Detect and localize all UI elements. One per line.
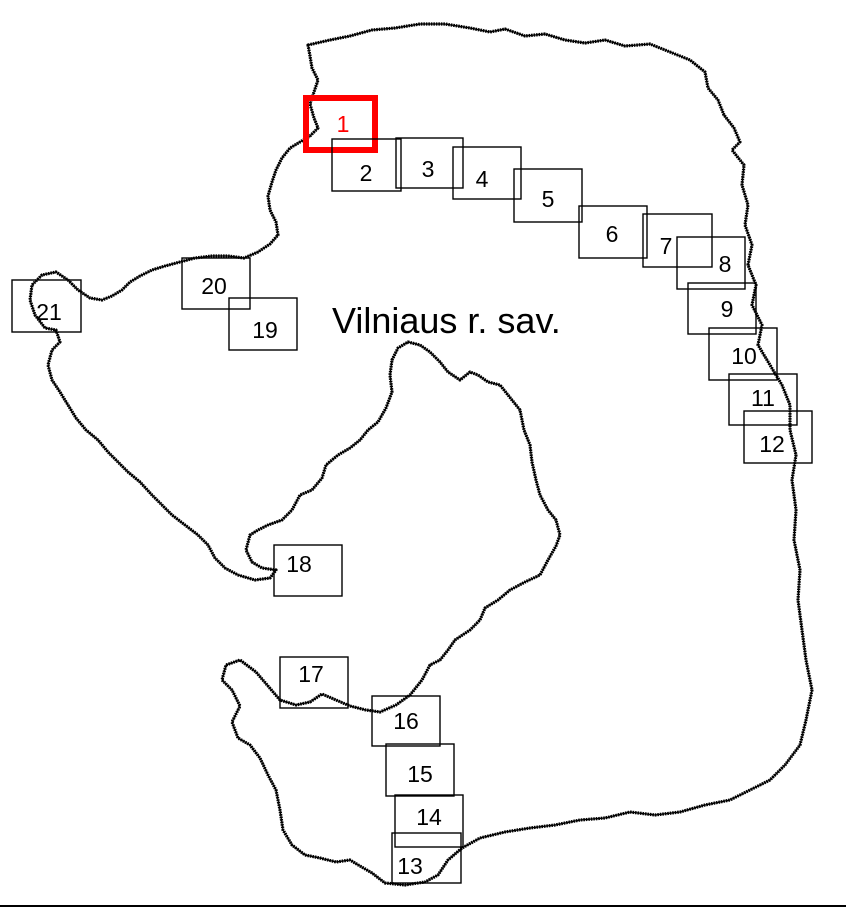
map-tile-11-frame (728, 373, 798, 426)
map-tile-5-frame (513, 168, 583, 223)
map-tile-21-frame (11, 279, 82, 333)
map-tiles: 1 2 3 4 5 6 7 8 (11, 95, 813, 884)
map-tile-18-label: 18 (286, 551, 312, 577)
map-tile-6-frame (578, 205, 648, 259)
map-tile-19[interactable]: 19 (228, 297, 298, 351)
map-tile-13-label: 13 (397, 853, 423, 879)
map-tile-5-label: 5 (542, 186, 555, 212)
map-tile-4[interactable]: 4 (452, 146, 522, 200)
map-tile-3-frame (395, 137, 464, 189)
map-tile-9[interactable]: 9 (687, 282, 757, 335)
map-tile-15-frame (385, 743, 455, 797)
map-tile-2-frame (331, 138, 402, 192)
map-tile-4-frame (452, 146, 522, 200)
map-tile-19-frame (228, 297, 298, 351)
map-tile-9-label: 9 (721, 296, 734, 322)
map-tile-15[interactable]: 15 (385, 743, 455, 797)
map-tile-8-frame (676, 236, 746, 290)
district-boundary (28, 22, 814, 887)
district-boundary-outline (28, 22, 814, 887)
map-tile-20-label: 20 (201, 273, 227, 299)
map-tile-3[interactable]: 3 (395, 137, 464, 189)
map-tile-16[interactable]: 16 (371, 695, 441, 747)
map-tile-1[interactable]: 1 (303, 95, 378, 153)
district-boundary-inner-line (29, 23, 813, 886)
map-tile-17-label: 17 (298, 661, 324, 687)
map-tile-13-frame (391, 832, 462, 884)
map-tile-1-label: 1 (337, 111, 350, 137)
map-tile-10[interactable]: 10 (708, 327, 778, 381)
map-tile-16-label: 16 (393, 708, 419, 734)
map-tile-6-label: 6 (606, 221, 619, 247)
map-tile-1-frame (303, 95, 378, 153)
map-tile-7-label: 7 (660, 233, 673, 259)
map-tile-18[interactable]: 18 (273, 544, 343, 597)
map-tile-17-frame (279, 656, 349, 709)
map-tile-10-label: 10 (731, 343, 757, 369)
map-tile-21-label: 21 (36, 299, 62, 325)
map-tile-9-frame (687, 282, 757, 335)
map-tile-4-label: 4 (476, 166, 489, 192)
map-tile-11[interactable]: 11 (728, 373, 798, 426)
map-tile-6[interactable]: 6 (578, 205, 648, 259)
map-tile-12-label: 12 (759, 431, 785, 457)
map-tile-20-frame (181, 257, 251, 310)
map-tile-8-label: 8 (719, 251, 732, 277)
map-tile-14-frame (394, 794, 464, 848)
map-tile-2-label: 2 (360, 160, 373, 186)
map-tile-15-label: 15 (407, 761, 433, 787)
map-tile-8[interactable]: 8 (676, 236, 746, 290)
map-tile-21[interactable]: 21 (11, 279, 82, 333)
map-tile-2[interactable]: 2 (331, 138, 402, 192)
map-tile-14[interactable]: 14 (394, 794, 464, 848)
map-tile-16-frame (371, 695, 441, 747)
map-tile-3-label: 3 (422, 156, 435, 182)
map-tile-20[interactable]: 20 (181, 257, 251, 310)
map-tile-5[interactable]: 5 (513, 168, 583, 223)
map-tile-10-frame (708, 327, 778, 381)
map-tile-18-frame (273, 544, 343, 597)
map-tile-13[interactable]: 13 (391, 832, 462, 884)
map-tile-19-label: 19 (252, 317, 278, 343)
map-tile-12-frame (743, 410, 813, 464)
map-tile-17[interactable]: 17 (279, 656, 349, 709)
map-tile-14-label: 14 (416, 804, 442, 830)
map-tile-11-label: 11 (751, 385, 775, 411)
region-label: Vilniaus r. sav. (332, 300, 561, 341)
map-tile-12[interactable]: 12 (743, 410, 813, 464)
